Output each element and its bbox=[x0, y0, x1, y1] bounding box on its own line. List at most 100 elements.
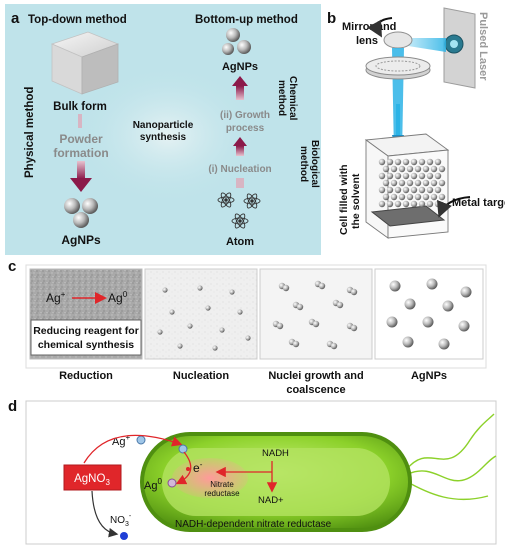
metal-target-arrow bbox=[437, 196, 471, 218]
growing-particle bbox=[318, 282, 326, 290]
solvent-particle bbox=[418, 172, 426, 180]
growing-particle bbox=[350, 324, 358, 332]
ag-plus-ion bbox=[136, 435, 146, 445]
bulk-cube bbox=[50, 31, 120, 95]
growth-particles bbox=[272, 280, 358, 350]
ag-zero-label: Ag0 bbox=[144, 477, 162, 492]
solvent-particle bbox=[430, 165, 438, 173]
agnp-particle bbox=[402, 336, 414, 348]
solvent-cell bbox=[364, 133, 450, 239]
solvent-particle bbox=[422, 165, 430, 173]
growing-particle bbox=[312, 320, 320, 328]
solvent-particle bbox=[426, 172, 434, 180]
panel-a: a Top-down method Bottom-up method Physi… bbox=[5, 4, 321, 255]
nucleus-particle bbox=[205, 305, 211, 311]
atom-icon bbox=[217, 192, 261, 229]
ag-zero-particle bbox=[167, 478, 177, 488]
panel-a-letter: a bbox=[11, 10, 20, 27]
bulk-connector bbox=[78, 114, 82, 128]
solvent-particle bbox=[414, 179, 422, 187]
agnp-particle bbox=[458, 320, 470, 332]
panel-d-letter: d bbox=[8, 398, 17, 415]
panel-b: b Mirror and lens Pulsed Laser bbox=[327, 7, 505, 239]
nanoparticle-label-line1: Nanoparticle bbox=[133, 120, 194, 131]
solvent-particle bbox=[394, 158, 402, 166]
solvent-particle bbox=[398, 193, 406, 201]
solvent-particle bbox=[434, 186, 442, 194]
solvent-particle bbox=[426, 200, 434, 208]
solvent-particle bbox=[418, 158, 426, 166]
biological-method-line1: Biological bbox=[309, 140, 320, 188]
growing-particle bbox=[276, 322, 284, 330]
powder-label-line1: Powder bbox=[59, 132, 103, 146]
down-arrow bbox=[70, 161, 92, 192]
solvent-particle bbox=[422, 193, 430, 201]
mirror bbox=[383, 31, 413, 49]
nitrate-reductase-line1: Nitrate bbox=[210, 480, 234, 489]
agnp-particle bbox=[426, 278, 438, 290]
stage-agnps: AgNPs bbox=[411, 370, 447, 382]
solvent-particle bbox=[398, 165, 406, 173]
agnp-particle bbox=[422, 316, 434, 328]
agnp-particle bbox=[438, 338, 450, 350]
top-down-title: Top-down method bbox=[28, 14, 127, 26]
growth-label-line1: (ii) Growth bbox=[220, 110, 270, 121]
nucleation-label: (i) Nucleation bbox=[208, 164, 271, 175]
solvent-particle bbox=[438, 165, 446, 173]
nucleus-particle bbox=[169, 309, 175, 315]
mirror-pointer-arrow bbox=[367, 17, 393, 38]
solvent-particle bbox=[402, 172, 410, 180]
biological-method-line2: method bbox=[298, 146, 309, 182]
solvent-particle bbox=[430, 193, 438, 201]
ag-metal-label: Ag0 bbox=[108, 290, 128, 305]
solvent-particle bbox=[426, 186, 434, 194]
solvent-particle bbox=[410, 186, 418, 194]
solvent-particle bbox=[418, 186, 426, 194]
solvent-particle bbox=[422, 179, 430, 187]
reduction-equation: Ag+ Ag0 bbox=[46, 290, 128, 305]
solvent-particle bbox=[390, 193, 398, 201]
solvent-particle bbox=[406, 179, 414, 187]
solvent-particle bbox=[410, 200, 418, 208]
up-arrow-top bbox=[232, 76, 248, 100]
nitrate-reductase-line2: reductase bbox=[204, 489, 240, 498]
agno3-label: AgNO3 bbox=[74, 473, 110, 487]
solvent-particle bbox=[414, 165, 422, 173]
nucleus-particle bbox=[187, 323, 193, 329]
nucleus-particle bbox=[197, 285, 203, 291]
solvent-particle bbox=[410, 172, 418, 180]
solvent-particle bbox=[402, 186, 410, 194]
electron-label: e- bbox=[193, 460, 203, 475]
nucleus-particle bbox=[212, 345, 218, 351]
chemical-method-line1: Chemical bbox=[287, 76, 298, 121]
agnps-cluster-left bbox=[64, 198, 98, 228]
nanoparticle-label-line2: synthesis bbox=[140, 132, 187, 143]
agnp-particle bbox=[442, 300, 454, 312]
solvent-particle bbox=[390, 179, 398, 187]
ag-plus-label: Ag+ bbox=[112, 433, 130, 448]
solvent-particle bbox=[382, 179, 390, 187]
agnp-particle bbox=[386, 316, 398, 328]
reducing-label-line2: chemical synthesis bbox=[38, 339, 134, 351]
cell-label-line2: the solvent bbox=[350, 173, 362, 229]
growing-particle bbox=[296, 303, 304, 311]
up-arrow-middle bbox=[233, 137, 247, 156]
solvent-particle bbox=[386, 200, 394, 208]
stage-growth-line1: Nuclei growth and bbox=[268, 370, 363, 382]
solvent-particle bbox=[430, 179, 438, 187]
stage-growth-line2: coalscence bbox=[286, 384, 345, 396]
cell-label-line1: Cell filled with bbox=[338, 164, 350, 235]
solvent-particle bbox=[378, 158, 386, 166]
solvent-particle bbox=[386, 172, 394, 180]
ag-ion-label: Ag+ bbox=[46, 290, 66, 305]
solvent-particle bbox=[426, 158, 434, 166]
nucleus-particle bbox=[245, 335, 251, 341]
stage-nucleation: Nucleation bbox=[173, 370, 230, 382]
nucleus-particle bbox=[177, 343, 183, 349]
nucleus-particle bbox=[157, 329, 163, 335]
agnps-right-label: AgNPs bbox=[222, 61, 258, 73]
agnps-particles bbox=[386, 278, 472, 350]
chemical-method-line2: method bbox=[276, 80, 287, 116]
